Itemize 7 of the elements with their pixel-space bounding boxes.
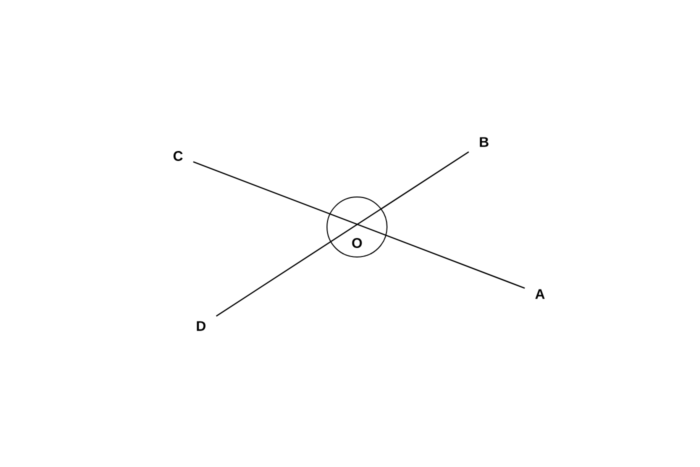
point-label: O: [352, 238, 362, 248]
line: [216, 151, 470, 317]
line: [193, 161, 525, 289]
point-label: D: [196, 321, 206, 331]
point-label: C: [174, 151, 183, 161]
point-label: B: [480, 137, 488, 147]
point-label: A: [535, 289, 545, 299]
